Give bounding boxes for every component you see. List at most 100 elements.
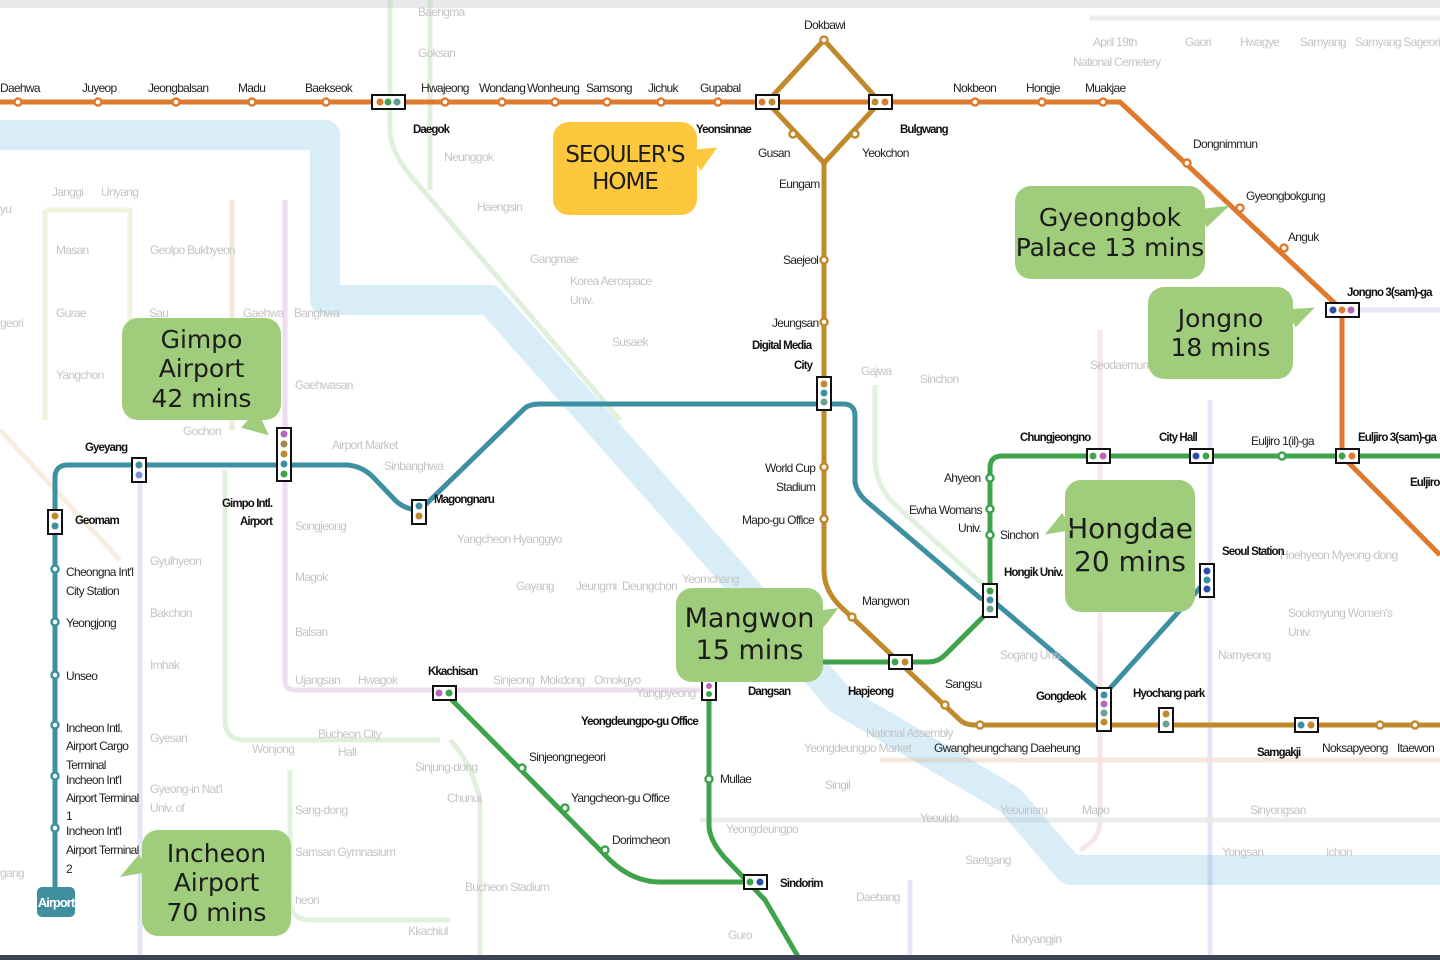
station-label: Gurae xyxy=(56,306,87,320)
callout-gyeongbok-palace: Gyeongbok Palace 13 mins xyxy=(1015,186,1234,279)
station-dot xyxy=(975,720,985,730)
station-dot xyxy=(1100,700,1108,708)
transfer-euljiro3ga xyxy=(1335,448,1360,464)
callout-line: 15 mins xyxy=(695,635,804,666)
station-label: Sogang Univ. xyxy=(1000,648,1063,662)
station-dot xyxy=(445,689,453,697)
station-dot xyxy=(1098,97,1108,107)
faded-line xyxy=(282,200,700,693)
station-dot xyxy=(1100,691,1108,699)
station-label: Univ. xyxy=(1288,625,1311,639)
station-dot xyxy=(51,522,59,530)
station-label: Hapjeong xyxy=(848,686,894,698)
transfer-chungjeongno xyxy=(1086,448,1111,464)
station-dot xyxy=(280,440,288,448)
station-label: Hwagok xyxy=(358,673,399,687)
station-dot xyxy=(1277,451,1287,461)
transfer-box xyxy=(432,685,457,701)
callout-line: Jongno xyxy=(1177,303,1264,333)
station-label: Guro xyxy=(728,928,753,942)
station-label: Mullae xyxy=(720,772,752,786)
station-dot xyxy=(1279,243,1289,253)
station-label: Songjeong xyxy=(295,519,346,533)
station-label: Banghwa xyxy=(294,306,340,320)
line-6 xyxy=(764,37,1440,728)
callout-line: SEOULER'S xyxy=(565,141,685,168)
station-label: Sinjung-dong xyxy=(415,760,477,774)
station-dot xyxy=(435,689,443,697)
station-label: Yeonsinnae xyxy=(696,124,751,136)
airport-line-labels: Gyeyang Geomam Cheongna Int'l City Stati… xyxy=(66,442,1286,876)
station-dot xyxy=(321,97,331,107)
station-label: Sinjeong xyxy=(493,673,534,687)
station-label: 1 xyxy=(66,809,73,823)
callout-line: Airport xyxy=(173,868,260,898)
station-dot xyxy=(50,617,60,627)
callout-seoulers-home: SEOULER'S HOME xyxy=(553,122,724,215)
station-dot xyxy=(50,720,60,730)
transfer-sindorim xyxy=(743,874,768,890)
station-label: Goksan xyxy=(418,46,455,60)
transfer-box xyxy=(743,874,768,890)
transfer-gyeyang xyxy=(131,457,147,483)
station-label: Jeungsan xyxy=(772,316,818,330)
station-dot xyxy=(560,803,570,813)
transfer-hongik xyxy=(982,583,998,618)
transfer-box xyxy=(1086,448,1111,464)
station-dot xyxy=(820,380,828,388)
callout-line: 70 mins xyxy=(166,897,267,927)
station-dot xyxy=(1307,721,1315,729)
transfer-magongnaru xyxy=(411,499,427,525)
transfer-gongdeok xyxy=(1096,687,1112,732)
station-label: Sang-dong xyxy=(295,803,347,817)
station-label: Sinchon xyxy=(1000,528,1038,542)
station-label: Univ. of xyxy=(150,801,186,815)
station-label: Hongje xyxy=(1026,81,1061,95)
callout-incheon-airport: Incheon Airport 70 mins xyxy=(114,830,291,936)
station-label: Yeongdeungpo xyxy=(726,822,799,836)
station-dot xyxy=(819,317,829,327)
station-label: Yeouido xyxy=(920,811,959,825)
station-dot xyxy=(280,470,288,478)
station-label: Namyeong xyxy=(1218,648,1270,662)
station-label: Wonjong xyxy=(252,742,294,756)
station-label: Daehwa xyxy=(0,81,41,95)
station-label: Ichon xyxy=(1326,845,1352,859)
station-label: Imhak xyxy=(150,658,181,672)
station-label: Unyang xyxy=(101,185,138,199)
station-dot xyxy=(1297,721,1305,729)
station-dot xyxy=(820,389,828,397)
station-label: heon xyxy=(295,893,319,907)
station-label: Airport xyxy=(240,516,273,528)
station-dot xyxy=(550,97,560,107)
station-dot xyxy=(376,98,384,106)
station-label: Airport Cargo xyxy=(66,739,129,753)
line-6-labels: Saejeol Jeungsan Digital Media City Worl… xyxy=(742,253,1435,759)
station-dot xyxy=(1410,720,1420,730)
station-label: Daebang xyxy=(856,890,900,904)
station-label: Yangpyeong xyxy=(636,686,696,700)
station-dot xyxy=(600,845,610,855)
station-label: Euljiro 4 xyxy=(1410,477,1440,489)
station-label: Susaek xyxy=(612,335,650,349)
station-dot xyxy=(393,98,401,106)
station-label: Hwajeong xyxy=(421,81,469,95)
station-dot xyxy=(384,98,392,106)
station-label: Mangwon xyxy=(862,594,909,608)
station-dot xyxy=(1202,452,1210,460)
station-label: Wonheung xyxy=(527,81,579,95)
station-label: Chunui xyxy=(447,791,481,805)
station-label: Gajwa xyxy=(861,364,893,378)
station-label: Gupabal xyxy=(700,81,741,95)
transfer-box xyxy=(1335,448,1360,464)
station-label: Omokgyo xyxy=(594,673,641,687)
station-label: Mapo-gu Office xyxy=(742,513,815,527)
station-label: Madu xyxy=(238,81,265,95)
station-dot xyxy=(706,691,712,697)
station-label: Haengsin xyxy=(477,200,522,214)
station-dot xyxy=(986,605,994,613)
station-dot xyxy=(1347,306,1355,314)
station-label: Airport Terminal xyxy=(66,843,139,857)
callout-line: 18 mins xyxy=(1170,333,1271,362)
station-label: Airport Market xyxy=(332,438,399,452)
